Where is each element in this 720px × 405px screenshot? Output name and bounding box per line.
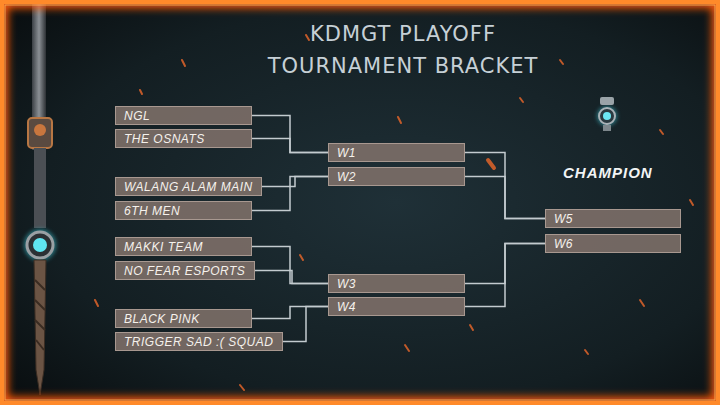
trophy-base	[603, 125, 611, 131]
slot-text: W6	[554, 237, 573, 251]
team-slot: 6TH MEN	[115, 201, 252, 220]
trophy-gem	[603, 112, 611, 120]
slot-text: W5	[554, 212, 573, 226]
slot-text: NO FEAR ESPORTS	[124, 264, 245, 278]
slot-text: 6TH MEN	[124, 204, 180, 218]
trophy-glow	[597, 106, 617, 126]
frame-glow	[3, 3, 717, 402]
winner-slot: W4	[328, 297, 465, 316]
winner-slot: W1	[328, 143, 465, 162]
bracket-line	[465, 244, 545, 307]
champion-label: CHAMPION	[563, 164, 653, 181]
bracket-line	[252, 247, 328, 284]
team-slot: THE OSNATS	[115, 129, 252, 148]
bracket-line	[252, 116, 328, 153]
trophy-icon	[597, 97, 617, 131]
winner-slot: W3	[328, 274, 465, 293]
slot-text: NGL	[124, 109, 150, 123]
bracket-line	[252, 307, 328, 319]
sword-illustration	[24, 0, 56, 395]
sword-wrap	[35, 280, 45, 350]
title: KDMGT PLAYOFF TOURNAMENT BRACKET	[243, 18, 563, 82]
team-slot: BLACK PINK	[115, 309, 252, 328]
bracket-line	[283, 307, 328, 342]
trophy-body	[599, 108, 615, 124]
sword-ring	[34, 124, 46, 136]
bracket-line	[252, 177, 328, 211]
sword-shaft	[34, 148, 46, 228]
trophy-top	[600, 97, 614, 105]
team-slot: MAKKI TEAM	[115, 237, 252, 256]
slot-text: W3	[337, 277, 356, 291]
slot-text: W1	[337, 146, 356, 160]
team-slot: NO FEAR ESPORTS	[115, 261, 255, 280]
team-slot: TRIGGER SAD :( SQUAD	[115, 332, 283, 351]
team-slot: WALANG ALAM MAIN	[115, 177, 262, 196]
slot-text: TRIGGER SAD :( SQUAD	[124, 335, 273, 349]
bracket-line	[262, 177, 328, 187]
winner-slot: W6	[545, 234, 681, 253]
slot-text: MAKKI TEAM	[124, 240, 203, 254]
winner-slot: W5	[545, 209, 681, 228]
gem-ring	[27, 232, 53, 258]
winner-slot: W2	[328, 167, 465, 186]
bracket-line	[255, 271, 328, 284]
sword-handle	[34, 260, 46, 395]
slot-text: WALANG ALAM MAIN	[124, 180, 253, 194]
slot-text: THE OSNATS	[124, 132, 205, 146]
slot-text: W4	[337, 300, 356, 314]
frame-inner	[5, 5, 715, 400]
slot-text: BLACK PINK	[124, 312, 200, 326]
bracket-line	[465, 177, 545, 219]
bracket-line	[252, 139, 328, 153]
bracket-line	[465, 153, 545, 219]
slot-text: W2	[337, 170, 356, 184]
gem	[33, 238, 47, 252]
sword-band	[28, 118, 52, 148]
gem-glow	[24, 229, 56, 261]
embers	[95, 35, 693, 390]
team-slot: NGL	[115, 106, 252, 125]
